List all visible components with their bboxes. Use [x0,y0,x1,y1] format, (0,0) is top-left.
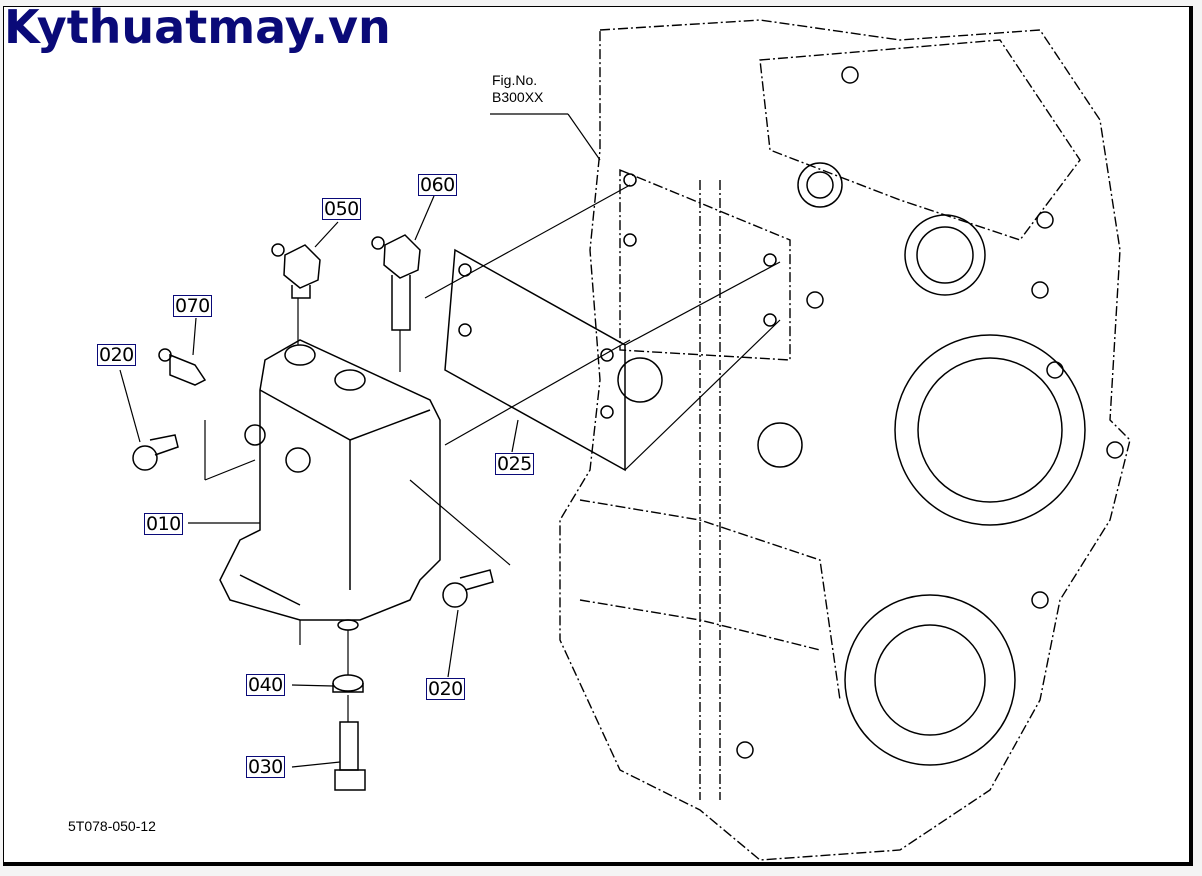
fitting-050 [271,243,321,299]
callout-070[interactable]: 070 [173,295,212,317]
callout-060[interactable]: 060 [418,174,457,196]
site-watermark: Kythuatmay.vn [4,0,391,54]
plug-020-lower [442,569,494,608]
figure-reference: Fig.No. B300XX [492,72,543,106]
nut-040 [332,674,364,693]
callout-025[interactable]: 025 [495,453,534,475]
figure-reference-number: B300XX [492,89,544,105]
diagram-code: 5T078-050-12 [68,818,156,834]
housing-bores [617,66,1124,766]
callout-030[interactable]: 030 [246,756,285,778]
plug-020-upper [132,434,179,471]
leader-lines [119,113,781,768]
fitting-070 [158,348,207,386]
callout-020-upper[interactable]: 020 [97,344,136,366]
transmission-housing [559,19,1131,861]
callout-010[interactable]: 010 [144,513,183,535]
bolt-030 [334,721,366,791]
fitting-060 [371,234,421,331]
callout-020-lower[interactable]: 020 [426,678,465,700]
valve-body-010 [219,339,441,631]
callout-050[interactable]: 050 [322,198,361,220]
figure-reference-label: Fig.No. [492,72,538,88]
callout-040[interactable]: 040 [246,674,285,696]
